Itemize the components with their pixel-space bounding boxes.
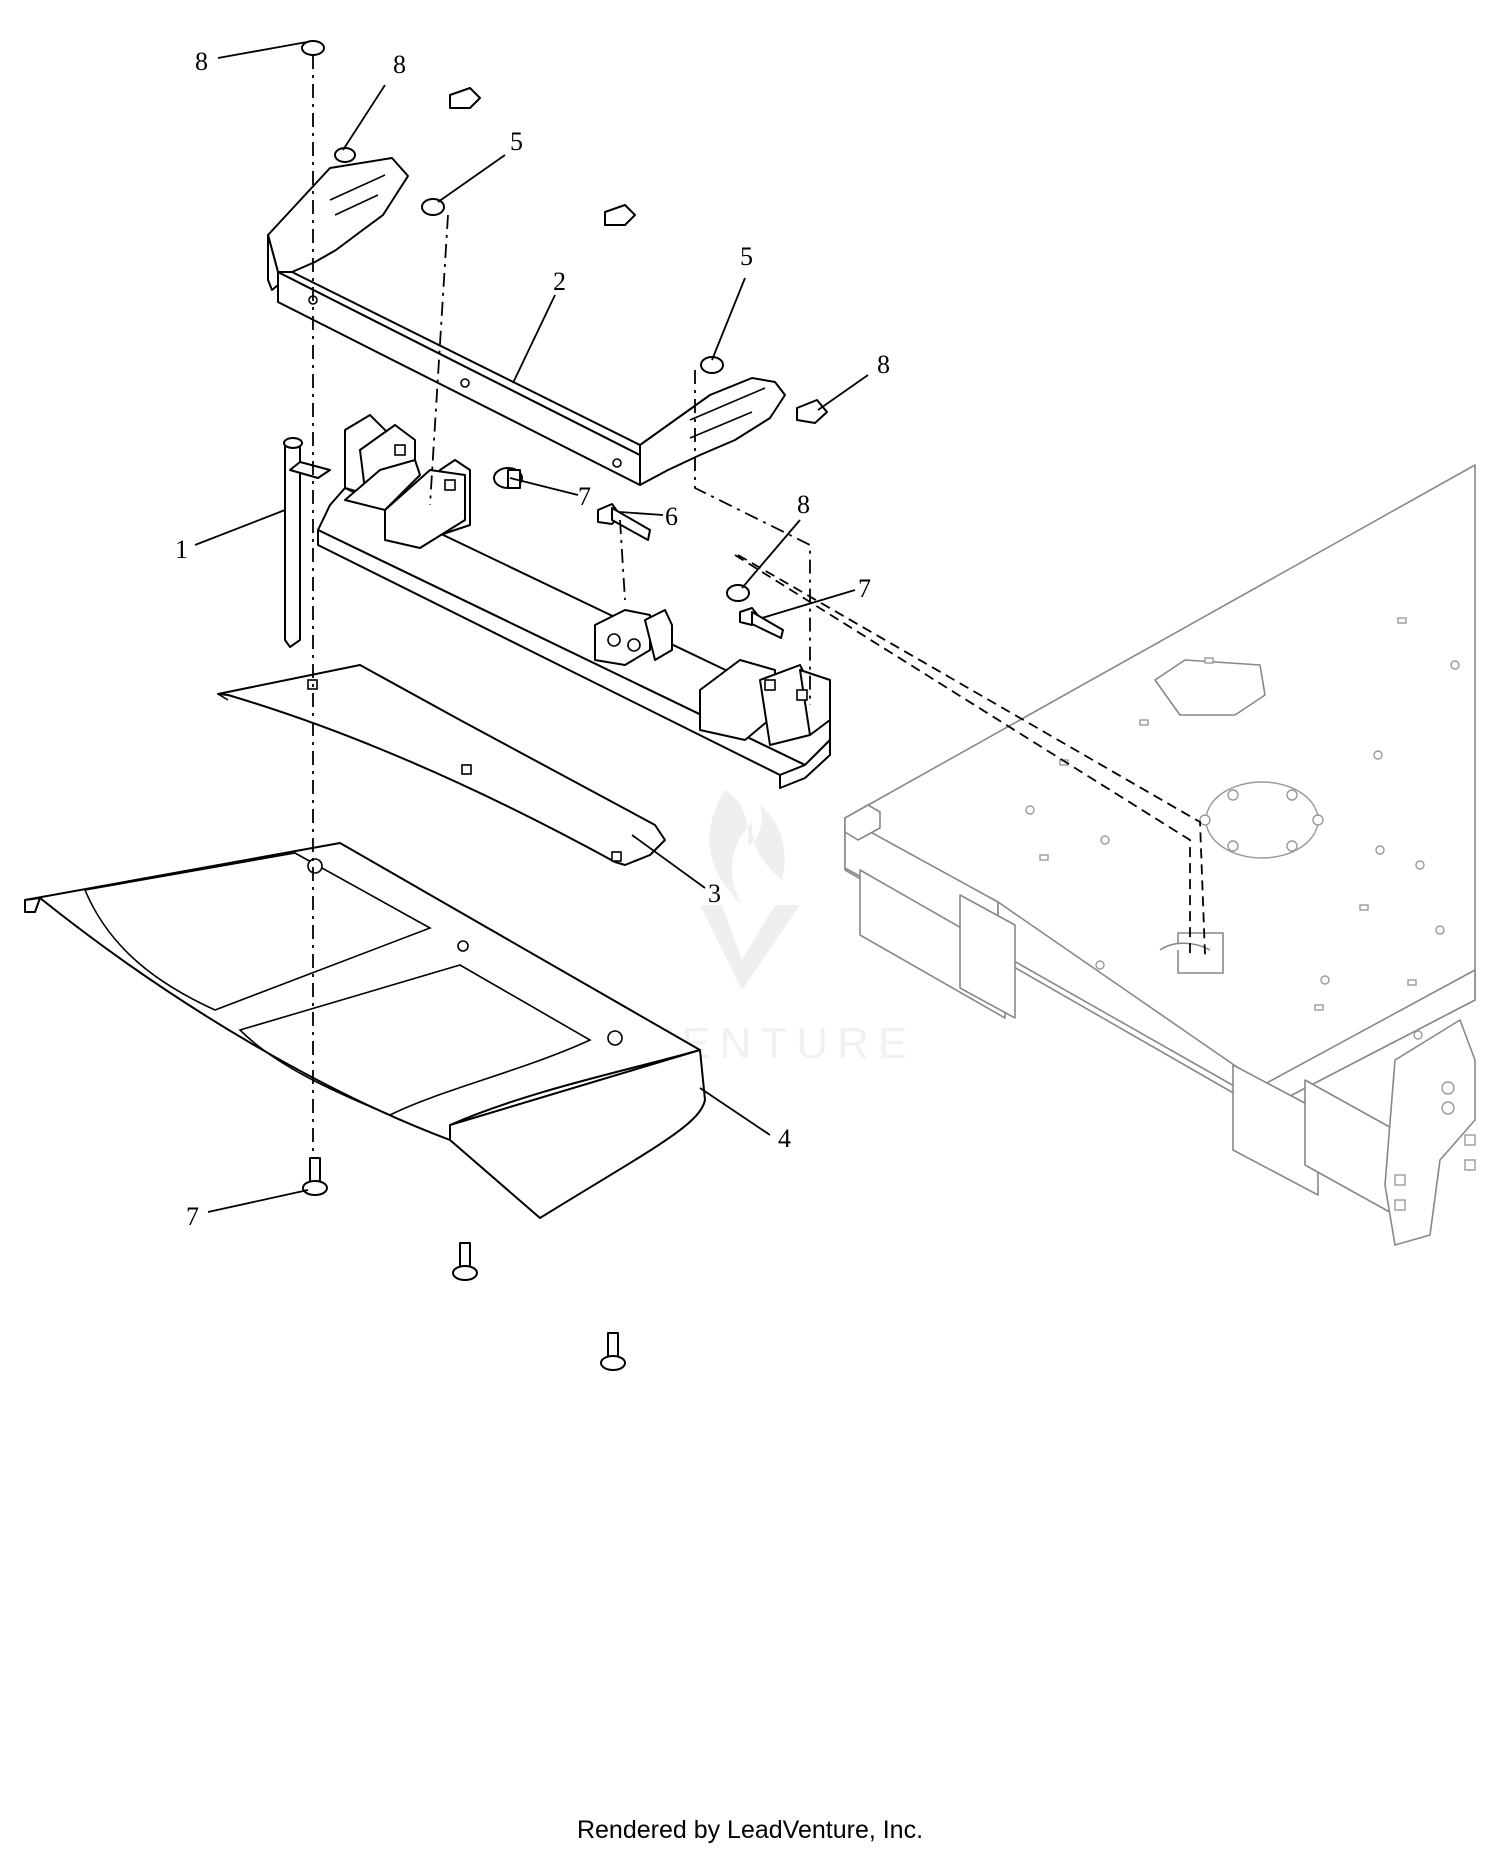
callout-7-middle: 7 <box>578 482 591 511</box>
footer-credit: Rendered by LeadVenture, Inc. <box>577 1816 923 1844</box>
callout-8-middle: 8 <box>797 490 810 519</box>
callout-5-left: 5 <box>510 127 523 156</box>
part-2-upper-bracket <box>267 157 786 486</box>
leader-lines <box>194 41 869 1213</box>
callout-8-upper: 8 <box>393 50 406 79</box>
part-3-plate <box>217 664 666 866</box>
tractor-frame <box>844 464 1476 1246</box>
assembly-lines <box>312 55 1206 1158</box>
callout-3: 3 <box>708 879 721 908</box>
callout-6: 6 <box>665 502 678 531</box>
callout-7-right: 7 <box>858 574 871 603</box>
callout-2: 2 <box>553 267 566 296</box>
callout-8-right: 8 <box>877 350 890 379</box>
callout-8-top-left: 8 <box>195 47 208 76</box>
callout-7-bottom: 7 <box>186 1202 199 1231</box>
part-1-hitch-bracket <box>283 414 831 789</box>
hardware <box>301 40 828 1371</box>
callout-5-right: 5 <box>740 242 753 271</box>
part-4-platform <box>24 842 706 1219</box>
callout-labels: 8 8 5 2 5 8 7 1 6 8 7 3 4 7 <box>175 47 890 1231</box>
callout-4: 4 <box>778 1124 791 1153</box>
callout-1: 1 <box>175 535 188 564</box>
